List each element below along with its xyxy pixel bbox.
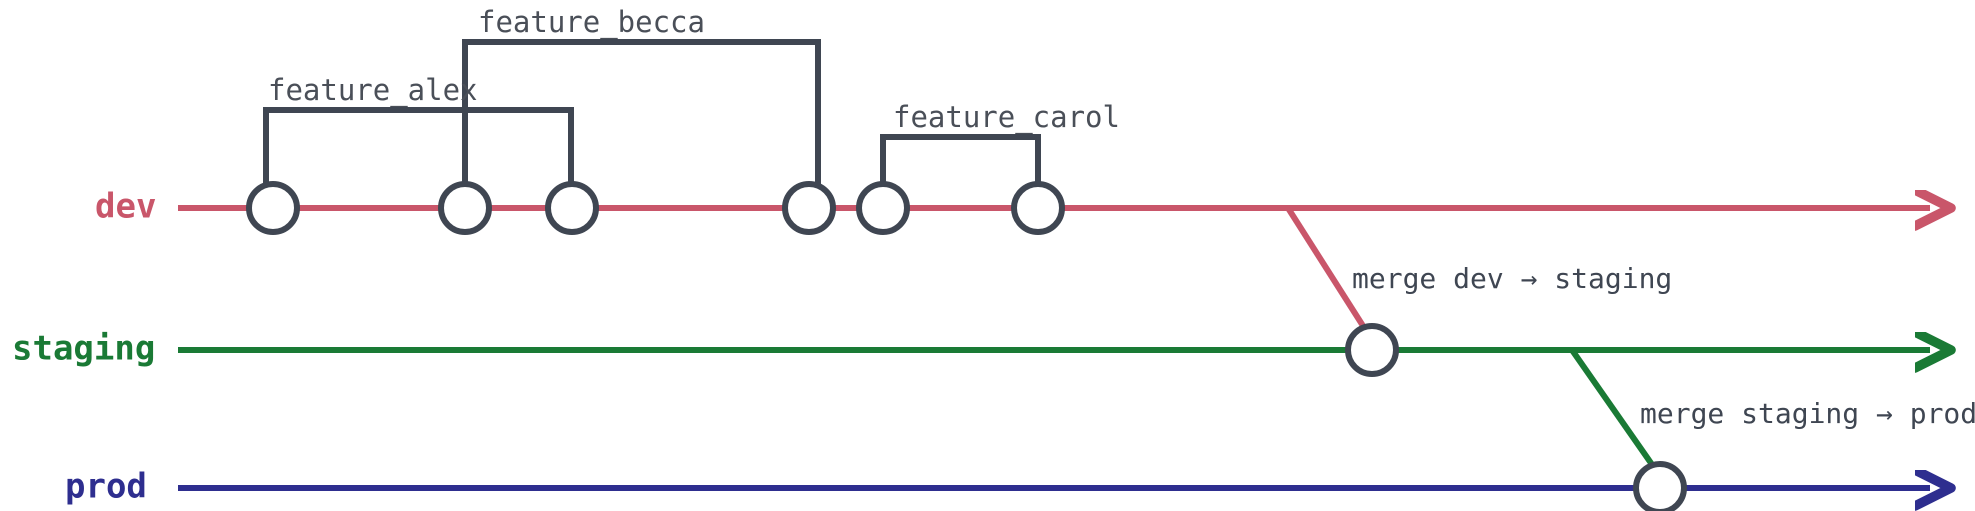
feature-brackets-group — [263, 39, 1041, 195]
branch-label-prod[interactable]: prod — [65, 467, 147, 507]
branch-lines-group — [178, 208, 1930, 488]
feature-label-becca: feature_becca — [478, 5, 705, 40]
feature-bracket-alex[interactable] — [263, 107, 574, 195]
merge-lines-group — [1285, 206, 1663, 478]
branch-label-staging[interactable]: staging — [12, 329, 155, 369]
commit-node[interactable] — [1011, 181, 1065, 235]
commit-node[interactable] — [856, 181, 910, 235]
feature-label-carol: feature_carol — [893, 100, 1120, 135]
merge-label-dev-staging: merge dev → staging — [1352, 262, 1672, 295]
feature-bracket-carol[interactable] — [880, 134, 1041, 195]
merge-line-dev-staging[interactable] — [1285, 206, 1375, 342]
commit-node[interactable] — [1345, 323, 1399, 377]
feature-label-alex: feature_alex — [268, 73, 478, 108]
feature-labels-group: feature_alex feature_becca feature_carol — [268, 5, 1120, 135]
commit-node[interactable] — [545, 181, 599, 235]
merge-line-staging-prod[interactable] — [1569, 348, 1663, 478]
commit-node[interactable] — [782, 181, 836, 235]
feature-bracket-becca[interactable] — [462, 39, 821, 195]
commit-node[interactable] — [1633, 461, 1687, 511]
commit-nodes-group — [246, 181, 1687, 511]
branch-labels-group: dev staging prod — [12, 187, 156, 507]
merge-label-staging-prod: merge staging → prod — [1640, 397, 1975, 430]
commit-node[interactable] — [438, 181, 492, 235]
merge-labels-group: merge dev → staging merge staging → prod — [1352, 262, 1975, 430]
branch-label-dev[interactable]: dev — [95, 187, 156, 227]
commit-node[interactable] — [246, 181, 300, 235]
